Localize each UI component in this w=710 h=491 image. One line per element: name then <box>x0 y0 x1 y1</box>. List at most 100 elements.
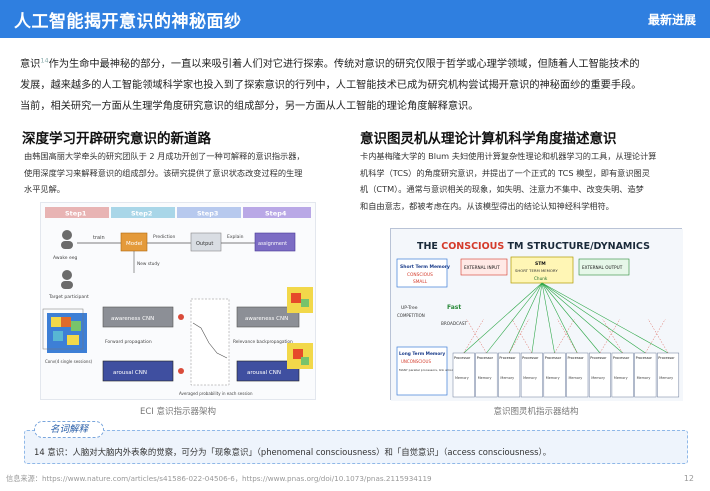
assignment-label: assignment <box>258 241 287 247</box>
arousal-cnn-right-label: arousal CNN <box>247 370 281 376</box>
right-text-line-2: 机科学（TCS）的角度研究意识，并提出了一个正式的 TCS 模型，即有意识图灵 <box>360 167 650 178</box>
step-4-segment <box>243 207 311 218</box>
processor-label: Processor <box>545 356 562 360</box>
uptree-label: UP-Tree <box>401 305 418 311</box>
matrix-label: Conv(4 single sessions) <box>45 359 93 364</box>
processor-box <box>520 352 543 398</box>
section-badge: 最新进展 <box>647 13 696 27</box>
left-text-line-1: 由韩国高丽大学牵头的研究团队于 2 月成功开创了一种可解释的意识指示器， <box>24 151 305 161</box>
eci-diagram: Step1 Step2 Step3 Step4 Awake eeg Target… <box>42 207 313 396</box>
step-1-label: Step1 <box>65 210 87 218</box>
right-section-title: 意识图灵机从理论计算机科学角度描述意识 <box>360 131 617 147</box>
ltm-label: Long Term Memory <box>399 351 445 357</box>
relevance-backprop-label: Relevance backpropagation <box>233 339 293 345</box>
processor-box <box>611 352 634 398</box>
competition-line <box>645 318 666 354</box>
broadcast-line <box>486 282 543 354</box>
stm-small-label: SMALL <box>413 279 428 285</box>
broadcast-line <box>541 282 646 354</box>
left-section-text: 由韩国高丽大学牵头的研究团队于 2 月成功开创了一种可解释的意识指示器， 使用深… <box>24 148 344 198</box>
right-text-line-1: 卡内基梅隆大学的 Blum 夫妇使用计算复杂性理论和机器学习的工具，从理论计算 <box>360 151 657 161</box>
processor-box <box>657 352 680 398</box>
eci-architecture-figure: Step1 Step2 Step3 Step4 Awake eeg Target… <box>40 202 316 400</box>
processor-box <box>566 352 589 398</box>
processor-box <box>475 352 498 398</box>
ltm-sub-label: MANY parallel processors, link among (ov… <box>399 368 473 372</box>
awareness-cnn-right-label: awareness CNN <box>245 316 288 322</box>
memory-label: Memory <box>500 376 514 380</box>
stm-label: Short Term Memory <box>400 264 450 270</box>
ctm-title: THE CONSCIOUS TM STRUCTURE/DYNAMICS <box>417 241 650 252</box>
external-input-label: EXTERNAL INPUT <box>464 265 500 270</box>
footnote-ref[interactable]: 14 <box>40 56 49 65</box>
step-3-segment <box>177 207 241 218</box>
intro-line-1-rest: 作为生命中最神秘的部分，一直以来吸引着人们对它进行探索。传统对意识的研究仅限于哲… <box>48 59 640 70</box>
broadcast-line <box>531 282 543 354</box>
external-output-box <box>578 258 630 276</box>
competition-line <box>466 318 487 354</box>
prediction-label: Prediction <box>153 234 176 240</box>
step-3-label: Step3 <box>197 210 218 218</box>
stm-conscious-label: CONSCIOUS <box>407 272 433 278</box>
glossary-text: 14 意识：人脑对大脑内外表象的觉察，可分为「现象意识」（phenomenal … <box>34 447 552 457</box>
processor-label: Processor <box>499 356 516 360</box>
chunk-label: Chunk <box>534 276 548 281</box>
competition-line <box>557 318 578 354</box>
broadcast-line <box>508 282 543 354</box>
page-header: 人工智能揭开意识的神秘面纱 最新进展 <box>0 0 710 38</box>
intro-paragraph: 意识14作为生命中最神秘的部分，一直以来吸引着人们对它进行探索。传统对意识的研究… <box>20 54 694 117</box>
left-text-line-2: 使用深度学习来解释意识的组成部分。该研究提供了意识状态改变过程的生理 <box>24 167 303 178</box>
broadcast-label: BROADCAST <box>441 321 468 326</box>
memory-label: Memory <box>569 376 583 380</box>
page-title: 人工智能揭开意识的神秘面纱 <box>14 12 242 32</box>
competition-line <box>508 318 530 354</box>
processor-box <box>498 352 521 398</box>
intro-line-1: 意识14作为生命中最神秘的部分，一直以来吸引着人们对它进行探索。传统对意识的研究… <box>20 54 694 75</box>
left-section-title: 深度学习开辟研究意识的新道路 <box>22 131 211 147</box>
forward-propagation-label: Forward propagation <box>105 339 152 345</box>
processor-label: Processor <box>522 356 539 360</box>
relevance-heatmap-bottom <box>287 343 313 369</box>
competition-line <box>602 318 623 354</box>
processor-label: Processor <box>658 356 675 360</box>
ctm-diagram: THE CONSCIOUS TM STRUCTURE/DYNAMICS Shor… <box>391 229 683 401</box>
step-4-label: Step4 <box>265 210 287 218</box>
explain-label: Explain <box>227 234 244 240</box>
glossary-box <box>24 430 688 464</box>
broadcast-line <box>463 282 543 354</box>
ltm-label-box <box>396 346 448 396</box>
memory-label: Memory <box>523 376 537 380</box>
left-figure-caption: ECI 意识指示器架构 <box>139 407 216 417</box>
intro-line-3: 当前，相关研究一方面从生理学角度研究意识的组成部分，另一方面从人工智能的理论角度… <box>20 101 479 112</box>
probability-line <box>192 322 228 359</box>
arousal-cnn-label: arousal CNN <box>113 370 147 376</box>
competition-line <box>647 318 669 354</box>
output-box <box>190 232 222 252</box>
broadcast-tree <box>463 282 669 354</box>
awareness-cnn-right-box <box>236 306 300 328</box>
awake-eeg-label: Awake eeg <box>53 255 78 261</box>
competition-line <box>463 318 484 354</box>
assignment-box <box>254 232 296 252</box>
input-heatmap <box>42 308 87 353</box>
awareness-cnn-box <box>102 306 174 328</box>
step-2-segment <box>111 207 175 218</box>
processor-label: Processor <box>613 356 630 360</box>
right-text-line-3: 机（CTM）。通常与意识相关的现象，如失明、注意力不集中、改变失明、造梦 <box>360 184 644 194</box>
intro-line-2: 发展，越来越多的人工智能领域科学家也投入到了探索意识的行列中，人工智能技术已成为… <box>20 80 642 91</box>
processor-box <box>452 352 475 398</box>
external-output-label: EXTERNAL OUTPUT <box>582 265 623 270</box>
broadcast-line <box>541 282 555 354</box>
fast-label: Fast <box>447 304 461 311</box>
stm-box <box>510 256 574 284</box>
person-icon <box>61 230 73 249</box>
processor-label: Processor <box>590 356 607 360</box>
glossary-tab: 名词解释 <box>34 421 104 438</box>
bottom-label: Averaged probability in each session <box>179 391 253 396</box>
stm-label-box <box>396 258 448 288</box>
broadcast-line <box>541 282 669 354</box>
step-bar: Step1 Step2 Step3 Step4 <box>45 207 311 218</box>
memory-label: Memory <box>614 376 628 380</box>
arousal-cnn-box <box>102 360 174 382</box>
